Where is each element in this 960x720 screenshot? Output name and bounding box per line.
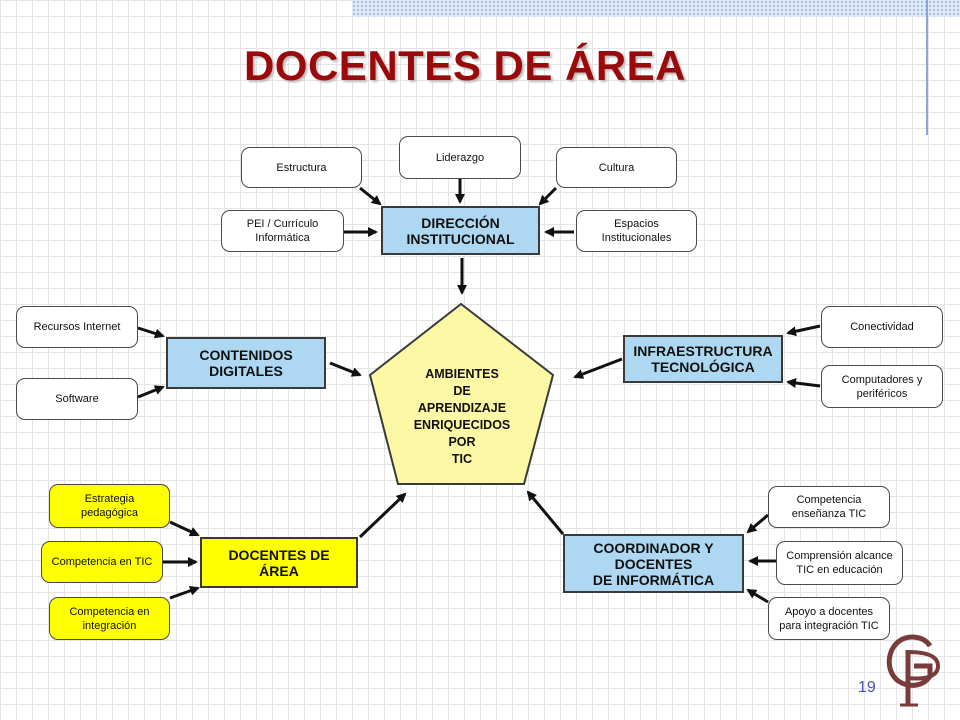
- header-band: [352, 0, 960, 17]
- page-title: DOCENTES DE ÁREA: [243, 42, 687, 89]
- pei-curriculo-box: PEI / Currículo Informática: [221, 210, 344, 252]
- cultura-label: Cultura: [598, 161, 635, 174]
- computadores-perifericos-label: Computadores y periféricos: [841, 373, 923, 400]
- arrow-estrategia: [169, 520, 200, 537]
- arrow-competencia-integracion: [169, 585, 200, 600]
- infraestructura-tecnologica-box: INFRAESTRUCTURA TECNOLÓGICA: [623, 335, 783, 383]
- center-pentagon-label: AMBIENTES DE APRENDIZAJE ENRIQUECIDOS PO…: [413, 367, 511, 466]
- espacios-institucionales-label: Espacios Institucionales: [601, 218, 672, 244]
- contenidos-digitales-box: CONTENIDOS DIGITALES: [166, 337, 326, 389]
- competencia-integracion-box: Competencia en integración: [49, 597, 170, 640]
- comprension-alcance-label: Comprensión alcance TIC en educación: [786, 550, 893, 576]
- coordinador-docentes-informatica-box: COORDINADOR Y DOCENTES DE INFORMÁTICA: [563, 534, 744, 593]
- estructura-label: Estructura: [276, 161, 327, 174]
- apoyo-docentes-box: Apoyo a docentes para integración TIC: [768, 597, 890, 640]
- arrow-cultura: [538, 186, 558, 206]
- espacios-institucionales-box: Espacios Institucionales: [576, 210, 697, 252]
- coordinador-docentes-informatica-label: COORDINADOR Y DOCENTES DE INFORMÁTICA: [592, 539, 715, 588]
- arrow-contenidos-center: [329, 361, 362, 377]
- recursos-internet-box: Recursos Internet: [16, 306, 138, 348]
- comprension-alcance-box: Comprensión alcance TIC en educación: [776, 541, 903, 585]
- arrow-estructura: [359, 186, 382, 206]
- center-pentagon: [368, 302, 555, 485]
- conectividad-box: Conectividad: [821, 306, 943, 348]
- arrow-software: [137, 385, 165, 399]
- docentes-de-area-label: DOCENTES DE ÁREA: [228, 546, 330, 579]
- arrow-recursos: [137, 326, 165, 339]
- conectividad-label: Conectividad: [850, 321, 914, 333]
- estructura-box: Estructura: [241, 147, 362, 188]
- arrow-competencia-ensenanza: [746, 513, 769, 534]
- software-label: Software: [55, 393, 99, 405]
- competencia-ensenanza-box: Competencia enseñanza TIC: [768, 486, 890, 528]
- competencia-integracion-label: Competencia en integración: [69, 605, 150, 632]
- software-box: Software: [16, 378, 138, 420]
- header-divider: [926, 0, 928, 135]
- competencia-ensenanza-label: Competencia enseñanza TIC: [791, 494, 867, 520]
- page-number: 19: [858, 679, 876, 696]
- arrow-coordinador-center: [526, 490, 565, 535]
- direccion-institucional-box: DIRECCIÓN INSTITUCIONAL: [381, 206, 540, 255]
- estrategia-pedagogica-box: Estrategia pedagógica: [49, 484, 170, 528]
- infraestructura-tecnologica-label: INFRAESTRUCTURA TECNOLÓGICA: [633, 343, 773, 375]
- contenidos-digitales-label: CONTENIDOS DIGITALES: [199, 347, 293, 379]
- pei-curriculo-label: PEI / Currículo Informática: [246, 218, 319, 244]
- gp-logo-icon: [886, 634, 941, 707]
- computadores-perifericos-box: Computadores y periféricos: [821, 365, 943, 408]
- competencia-tic-label: Competencia en TIC: [51, 556, 153, 568]
- cultura-box: Cultura: [556, 147, 677, 188]
- direccion-institucional-label: DIRECCIÓN INSTITUCIONAL: [406, 214, 515, 247]
- arrow-apoyo: [746, 588, 769, 604]
- arrow-docentes-center: [358, 492, 407, 539]
- competencia-tic-box: Competencia en TIC: [41, 541, 163, 583]
- docentes-de-area-box: DOCENTES DE ÁREA: [200, 537, 358, 588]
- recursos-internet-label: Recursos Internet: [33, 321, 121, 333]
- liderazgo-label: Liderazgo: [435, 151, 485, 164]
- estrategia-pedagogica-label: Estrategia pedagógica: [81, 493, 138, 519]
- apoyo-docentes-label: Apoyo a docentes para integración TIC: [779, 605, 879, 632]
- arrow-infra-center: [573, 357, 623, 379]
- arrow-conectividad: [786, 324, 821, 337]
- liderazgo-box: Liderazgo: [399, 136, 521, 179]
- arrow-computadores: [786, 378, 821, 388]
